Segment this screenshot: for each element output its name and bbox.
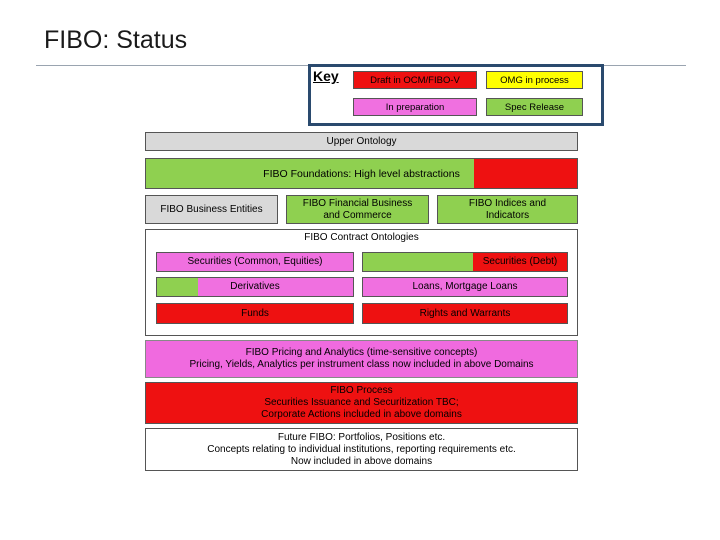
loans-mortgage-loans: Loans, Mortgage Loans — [362, 277, 568, 297]
pricing-description: Pricing, Yields, Analytics per instrumen… — [189, 359, 534, 370]
securities-debt — [362, 252, 568, 272]
fibo-financial-business: FIBO Financial Business and Commerce — [286, 195, 429, 224]
derivatives — [156, 277, 354, 297]
fibo-business-entities: FIBO Business Entities — [145, 195, 278, 224]
rights-label: Rights and Warrants — [419, 307, 511, 319]
funds: Funds — [156, 303, 354, 324]
key-item-preparation-label: In preparation — [385, 101, 445, 113]
pricing-title: FIBO Pricing and Analytics (time-sensiti… — [245, 347, 478, 358]
fibo-foundations-label: FIBO Foundations: High level abstraction… — [263, 167, 460, 180]
funds-label: Funds — [241, 307, 269, 319]
fibo-pricing-analytics: FIBO Pricing and Analytics (time-sensiti… — [145, 340, 578, 378]
process-line-2: Securities Issuance and Securitization T… — [264, 397, 459, 408]
key-item-draft: Draft in OCM/FIBO-V — [353, 71, 477, 89]
future-line-3: Now included in above domains — [290, 455, 433, 467]
business-entities-label: FIBO Business Entities — [160, 203, 263, 215]
future-fibo: Future FIBO: Portfolios, Positions etc. … — [145, 428, 578, 471]
securities-common: Securities (Common, Equities) — [156, 252, 354, 272]
derivatives-label: Derivatives — [230, 281, 280, 292]
financial-business-label: FIBO Financial Business and Commerce — [302, 197, 413, 221]
securities-debt-label: Securities (Debt) — [482, 256, 558, 267]
key-item-omg-label: OMG in process — [500, 74, 569, 86]
loans-label: Loans, Mortgage Loans — [412, 281, 518, 292]
fibo-process: FIBO Process Securities Issuance and Sec… — [145, 382, 578, 424]
future-line-2: Concepts relating to individual institut… — [207, 443, 516, 455]
key-item-omg: OMG in process — [486, 71, 583, 89]
key-item-preparation: In preparation — [353, 98, 477, 116]
process-line-3: Corporate Actions included in above doma… — [261, 409, 462, 420]
page-title: FIBO: Status — [44, 26, 188, 54]
fibo-foundations — [145, 158, 578, 189]
future-title: Future FIBO: Portfolios, Positions etc. — [277, 431, 446, 443]
key-item-spec-release: Spec Release — [486, 98, 583, 116]
indices-label: FIBO Indices and Indicators — [468, 197, 547, 221]
rights-and-warrants: Rights and Warrants — [362, 303, 568, 324]
upper-ontology: Upper Ontology — [145, 132, 578, 151]
process-title: FIBO Process — [330, 385, 393, 396]
key-item-spec-release-label: Spec Release — [504, 101, 565, 113]
key-label: Key — [313, 68, 339, 84]
upper-ontology-label: Upper Ontology — [326, 135, 397, 147]
fibo-indices: FIBO Indices and Indicators — [437, 195, 578, 224]
contract-ontologies-label: FIBO Contract Ontologies — [304, 232, 419, 243]
securities-common-label: Securities (Common, Equities) — [187, 256, 323, 267]
key-item-draft-label: Draft in OCM/FIBO-V — [370, 74, 460, 86]
